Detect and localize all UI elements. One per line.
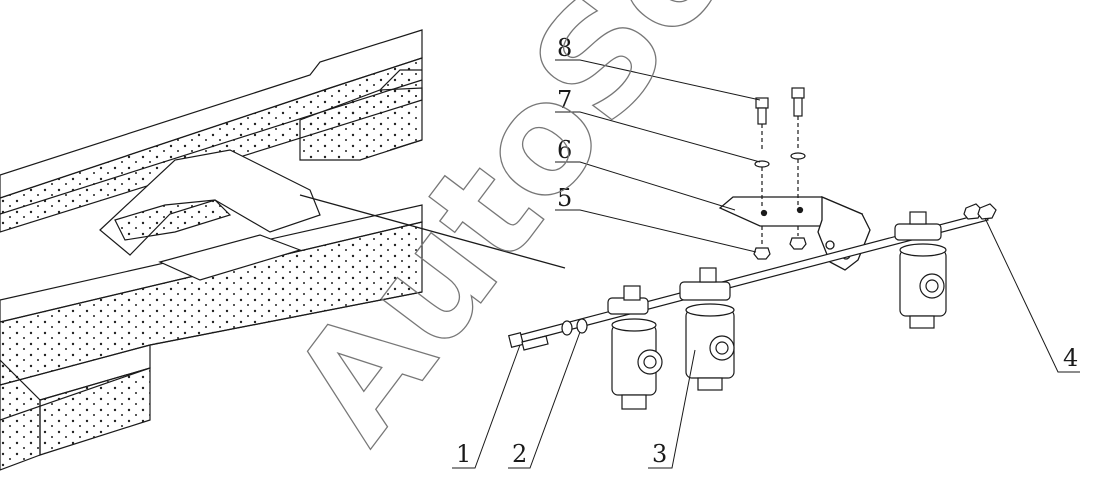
washer-2 (561, 318, 588, 336)
nut-4 (963, 203, 997, 220)
leader-lines (452, 59, 1080, 469)
mounting-bracket (718, 196, 871, 271)
leader-4 (984, 217, 1080, 373)
leader-6 (555, 161, 736, 211)
valve-b (679, 267, 735, 391)
leader-7 (555, 111, 761, 163)
callout-7: 7 (557, 86, 572, 114)
leader-1 (452, 344, 521, 469)
callout-6: 6 (557, 136, 572, 164)
cross-member-gusset (379, 69, 423, 151)
nut-5 (753, 226, 807, 260)
leader-2 (508, 331, 581, 469)
bolt-1 (507, 331, 549, 351)
bolt-8 (755, 87, 805, 150)
chassis-frame (0, 29, 423, 471)
callout-8: 8 (557, 34, 572, 62)
callout-4: 4 (1063, 344, 1078, 372)
leader-5 (555, 209, 757, 253)
callout-1: 1 (456, 440, 471, 468)
leader-3 (648, 349, 696, 469)
cross-member-lower (158, 234, 302, 281)
valve-a (607, 285, 663, 410)
callout-5: 5 (557, 184, 572, 212)
washer-7 (754, 152, 806, 208)
lower-panel-2 (39, 367, 151, 456)
callout-3: 3 (652, 440, 667, 468)
location-leader-line (299, 194, 566, 269)
callout-2: 2 (512, 440, 527, 468)
cross-member-plate (114, 199, 232, 241)
valve-c (894, 211, 947, 329)
leader-8 (555, 59, 761, 101)
rear-rail-face (0, 57, 423, 233)
